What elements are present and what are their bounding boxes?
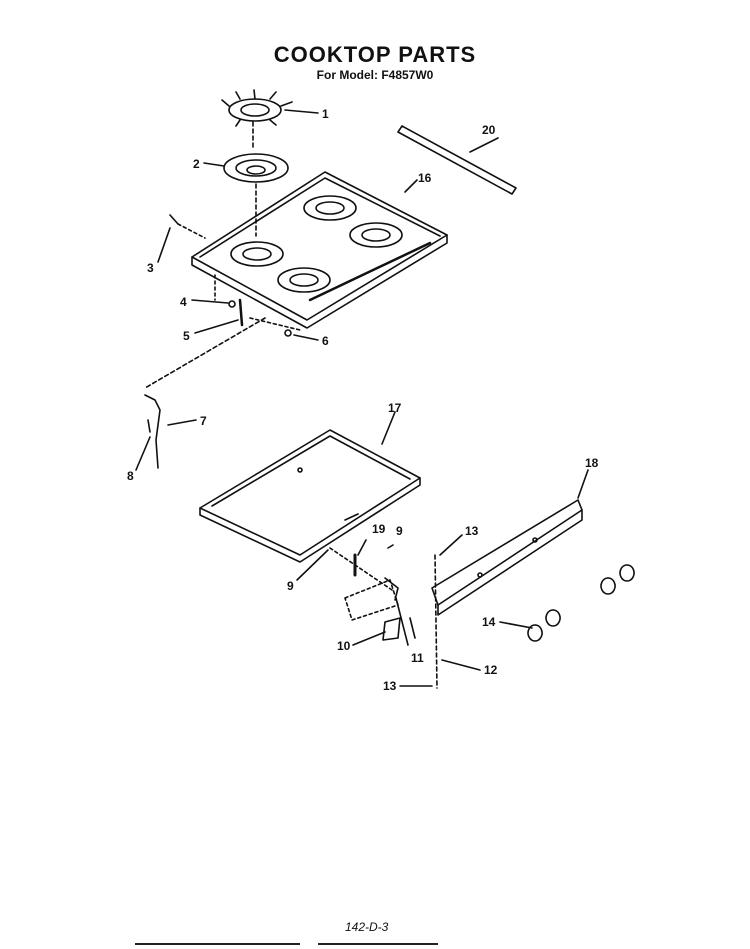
front-trim-strip-part <box>431 499 583 616</box>
callout-5: 5 <box>183 329 190 343</box>
callout-12: 12 <box>484 663 498 677</box>
callout-2: 2 <box>193 157 200 171</box>
callout-6: 6 <box>322 334 329 348</box>
callout-10: 10 <box>337 639 351 653</box>
callout-20: 20 <box>482 123 496 137</box>
callout-17: 17 <box>388 401 402 415</box>
callout-19: 19 <box>372 522 386 536</box>
model-subtitle: For Model: F4857W0 <box>316 68 434 82</box>
wire-bracket-part <box>144 394 161 469</box>
callout-3: 3 <box>147 261 154 275</box>
burner-bowl-part <box>223 153 289 183</box>
callout-1: 1 <box>322 107 329 121</box>
callout-11: 11 <box>411 651 424 665</box>
screw-part <box>169 214 179 225</box>
callout-4: 4 <box>180 295 187 309</box>
callout-9b: 9 <box>396 524 403 538</box>
callout-9a: 9 <box>287 579 294 593</box>
bottom-rule-right <box>318 943 438 945</box>
drawing-code: 142-D-3 <box>345 920 389 934</box>
callout-7: 7 <box>200 414 207 428</box>
callout-8: 8 <box>127 469 134 483</box>
callout-13b: 13 <box>383 679 397 693</box>
burner-box-part <box>199 429 421 563</box>
callout-14: 14 <box>482 615 496 629</box>
callout-16: 16 <box>418 171 432 185</box>
bottom-rule-left <box>135 943 300 945</box>
control-knobs-part <box>527 564 635 642</box>
page-title: COOKTOP PARTS <box>273 42 477 67</box>
callout-13a: 13 <box>465 524 479 538</box>
rear-trim-strip-part <box>397 125 517 195</box>
callout-18: 18 <box>585 456 599 470</box>
burner-grate-part <box>221 89 293 127</box>
cooktop-main-top-part <box>191 171 448 329</box>
